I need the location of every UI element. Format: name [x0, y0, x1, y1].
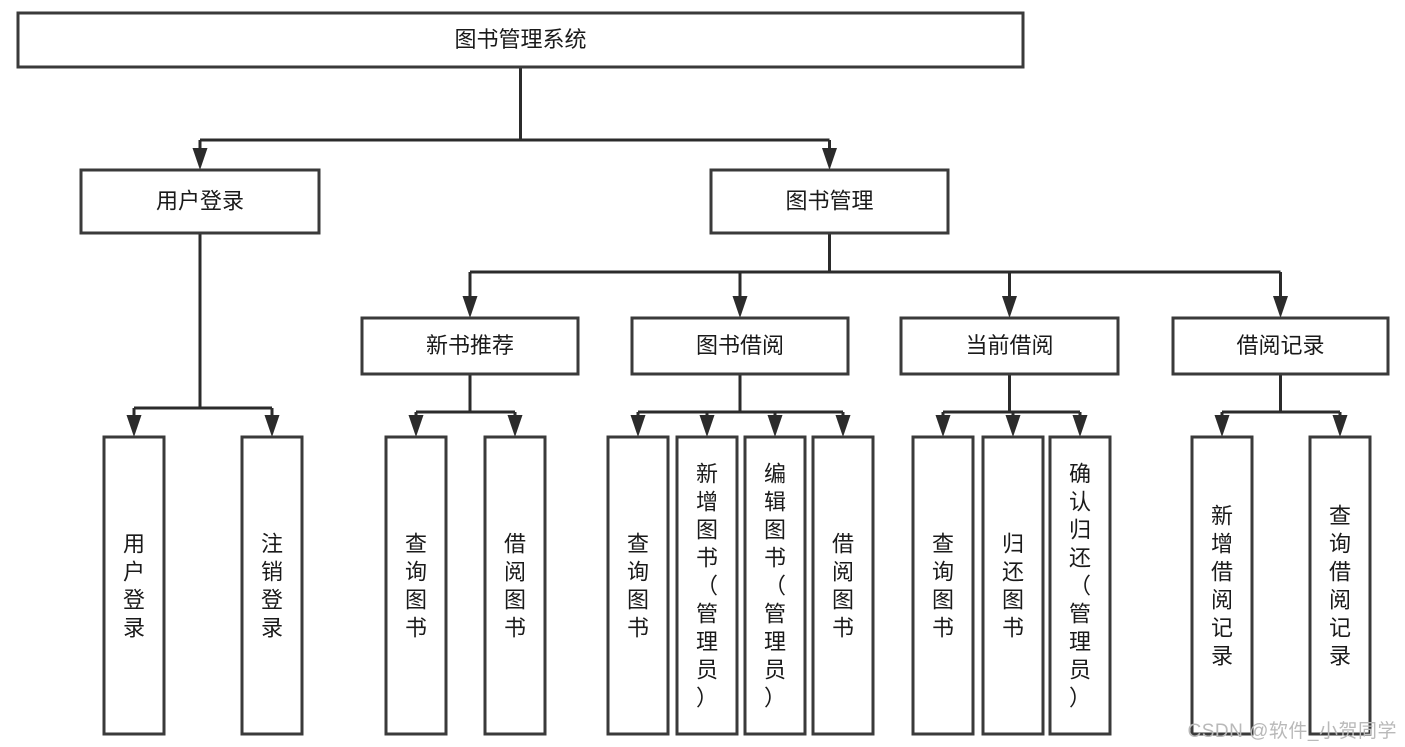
- node-borrow-record[interactable]: 借阅记录: [1171, 316, 1390, 376]
- node-leaf-user-login[interactable]: 用户登录: [102, 435, 166, 736]
- node-box-leaf-borrow-book-1: [483, 435, 547, 736]
- node-label-current-borrow: 当前借阅: [965, 333, 1053, 358]
- connector-layer: [126, 67, 1348, 437]
- connector-group-borrow-record: [1214, 374, 1348, 437]
- node-label-book-manage: 图书管理: [785, 188, 873, 213]
- node-leaf-return-book[interactable]: 归还图书: [981, 435, 1045, 736]
- node-root[interactable]: 图书管理系统: [16, 11, 1025, 69]
- node-label-leaf-query-record: 查询借阅记录: [1329, 504, 1351, 669]
- node-box-leaf-confirm-return: [1048, 435, 1112, 736]
- connector-group-root: [192, 67, 837, 170]
- node-label-book-borrow: 图书借阅: [696, 333, 784, 358]
- node-box-leaf-query-book-2: [606, 435, 670, 736]
- node-label-borrow-record: 借阅记录: [1236, 333, 1324, 358]
- node-label-leaf-return-book: 归还图书: [1002, 532, 1024, 641]
- node-label-new-book-rec: 新书推荐: [426, 333, 514, 358]
- node-label-leaf-confirm-return: 确认归还（管理员）: [1069, 462, 1091, 711]
- node-label-root: 图书管理系统: [454, 27, 586, 52]
- watermark-label: CSDN @软件_小贺同学: [1187, 721, 1397, 742]
- connector-group-user-login: [126, 233, 280, 437]
- node-leaf-query-book-1[interactable]: 查询图书: [384, 435, 448, 736]
- node-box-leaf-return-book: [981, 435, 1045, 736]
- connector-group-current-borrow: [935, 374, 1088, 437]
- node-label-leaf-add-book: 新增图书（管理员）: [696, 462, 718, 711]
- node-box-leaf-logout: [240, 435, 304, 736]
- node-box-book-borrow: [630, 316, 850, 376]
- node-box-borrow-record: [1171, 316, 1390, 376]
- node-box-leaf-edit-book: [743, 435, 807, 736]
- node-label-leaf-query-book-2: 查询图书: [627, 532, 649, 641]
- connector-group-new-book-rec: [408, 374, 523, 437]
- node-box-leaf-query-book-3: [911, 435, 975, 736]
- node-label-leaf-borrow-book-2: 借阅图书: [832, 532, 854, 641]
- node-leaf-query-book-2[interactable]: 查询图书: [606, 435, 670, 736]
- node-label-user-login: 用户登录: [156, 188, 244, 213]
- node-box-leaf-query-book-1: [384, 435, 448, 736]
- node-leaf-borrow-book-1[interactable]: 借阅图书: [483, 435, 547, 736]
- node-leaf-edit-book[interactable]: 编辑图书（管理员）: [743, 435, 807, 736]
- node-box-leaf-add-record: [1190, 435, 1254, 736]
- node-label-leaf-borrow-book-1: 借阅图书: [504, 532, 526, 641]
- node-book-manage[interactable]: 图书管理: [709, 168, 950, 235]
- node-box-leaf-add-book: [675, 435, 739, 736]
- connector-group-book-manage: [462, 233, 1288, 318]
- node-label-leaf-add-record: 新增借阅记录: [1211, 504, 1233, 669]
- node-layer: 图书管理系统用户登录图书管理新书推荐图书借阅当前借阅借阅记录用户登录注销登录查询…: [16, 11, 1390, 736]
- node-box-user-login: [79, 168, 321, 235]
- node-box-leaf-borrow-book-2: [811, 435, 875, 736]
- node-box-root: [16, 11, 1025, 69]
- node-box-leaf-query-record: [1308, 435, 1372, 736]
- node-label-leaf-user-login: 用户登录: [123, 532, 145, 641]
- node-leaf-logout[interactable]: 注销登录: [240, 435, 304, 736]
- node-label-leaf-query-book-3: 查询图书: [932, 532, 954, 641]
- node-book-borrow[interactable]: 图书借阅: [630, 316, 850, 376]
- node-label-leaf-logout: 注销登录: [261, 532, 283, 641]
- node-box-new-book-rec: [360, 316, 580, 376]
- node-box-leaf-user-login: [102, 435, 166, 736]
- node-label-leaf-query-book-1: 查询图书: [405, 532, 427, 641]
- node-leaf-confirm-return[interactable]: 确认归还（管理员）: [1048, 435, 1112, 736]
- node-leaf-add-book[interactable]: 新增图书（管理员）: [675, 435, 739, 736]
- node-label-leaf-edit-book: 编辑图书（管理员）: [764, 462, 786, 711]
- node-leaf-query-book-3[interactable]: 查询图书: [911, 435, 975, 736]
- node-leaf-query-record[interactable]: 查询借阅记录: [1308, 435, 1372, 736]
- node-current-borrow[interactable]: 当前借阅: [899, 316, 1120, 376]
- node-user-login[interactable]: 用户登录: [79, 168, 321, 235]
- connector-group-book-borrow: [630, 374, 851, 437]
- node-box-book-manage: [709, 168, 950, 235]
- node-leaf-add-record[interactable]: 新增借阅记录: [1190, 435, 1254, 736]
- node-box-current-borrow: [899, 316, 1120, 376]
- node-new-book-rec[interactable]: 新书推荐: [360, 316, 580, 376]
- node-leaf-borrow-book-2[interactable]: 借阅图书: [811, 435, 875, 736]
